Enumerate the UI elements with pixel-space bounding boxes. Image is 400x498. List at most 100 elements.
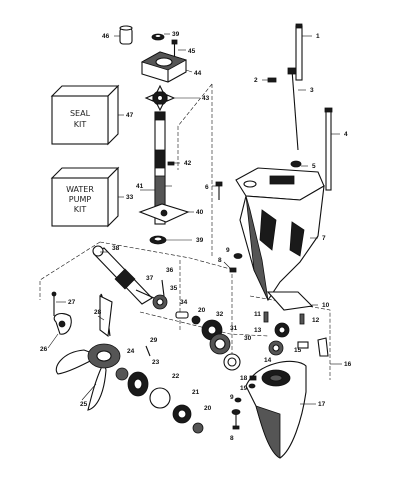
- callout-39-top: 39: [172, 31, 180, 38]
- callout-30: 30: [244, 335, 252, 342]
- part-15-bushing: [297, 341, 309, 349]
- callout-46: 46: [102, 33, 110, 40]
- part-8-screw-lower: [232, 414, 240, 430]
- callout-14: 14: [264, 357, 272, 364]
- part-5-nut: [290, 160, 308, 168]
- callout-4: 4: [344, 131, 348, 138]
- part-10-gasket: [266, 291, 318, 311]
- callout-20-lower: 20: [204, 405, 212, 412]
- callout-36: 36: [166, 267, 174, 274]
- part-41-driveshaft: [154, 111, 172, 225]
- part-8-screw-upper: [223, 261, 237, 273]
- callout-23: 23: [152, 359, 160, 366]
- callout-39-lower: 39: [196, 237, 204, 244]
- part-46-grommet: [114, 25, 133, 45]
- part-35-gear: [152, 294, 168, 310]
- callout-26: 26: [40, 346, 48, 353]
- seal-kit-box: SEAL KIT 47: [50, 84, 134, 146]
- callout-3: 3: [310, 87, 314, 94]
- callout-8-upper: 8: [218, 257, 222, 264]
- part-16-anode: [317, 337, 329, 357]
- part-11-pin: [263, 311, 269, 323]
- callout-27: 27: [68, 299, 76, 306]
- callout-38: 38: [112, 245, 120, 252]
- callout-5: 5: [312, 163, 316, 170]
- part-29-bolt: [145, 345, 151, 357]
- callout-20-upper: 20: [198, 307, 206, 314]
- callout-8-lower: 8: [230, 435, 234, 442]
- callout-7: 7: [322, 235, 326, 242]
- part-24-thrust-hub: [115, 367, 129, 381]
- part-40-plate: [138, 203, 194, 223]
- callout-25: 25: [80, 401, 88, 408]
- water-pump-kit-box: WATER PUMP KIT 33: [50, 166, 134, 228]
- callout-9-upper: 9: [226, 247, 230, 254]
- callout-19: 19: [240, 385, 248, 392]
- part-6-screw: [212, 181, 223, 200]
- part-39-seal-top: [151, 33, 170, 41]
- part-43-impeller: [144, 84, 200, 112]
- callout-labels: 1 2 3 4 5 6 7 8 9 10 11 12 13 14 15 16 1…: [40, 31, 352, 442]
- part-27-cotter-pin: [51, 291, 57, 316]
- water-pump-kit-line1: WATER: [66, 185, 94, 194]
- callout-42: 42: [184, 160, 192, 167]
- part-13-seal: [274, 322, 290, 338]
- callout-24: 24: [127, 348, 135, 355]
- callout-47: 47: [126, 112, 134, 119]
- part-45-screw: [171, 39, 186, 58]
- callout-16: 16: [344, 361, 352, 368]
- assembly-guide-lines: [39, 83, 331, 380]
- part-42-key: [167, 161, 180, 166]
- seal-kit-line1: SEAL: [70, 109, 91, 118]
- part-44-pump-housing: [140, 51, 193, 83]
- part-36-clutch: [161, 279, 165, 297]
- callout-41: 41: [136, 183, 144, 190]
- callout-40: 40: [196, 209, 204, 216]
- callout-6: 6: [205, 184, 209, 191]
- part-7-gearcase-housing: [235, 167, 325, 302]
- callout-33: 33: [126, 194, 134, 201]
- part-39-seal-lower: [149, 235, 192, 245]
- part-26-nut: [53, 313, 72, 335]
- callout-35: 35: [170, 285, 178, 292]
- part-3-shift-rod: [287, 67, 306, 151]
- part-2-screw: [262, 77, 277, 83]
- callout-21: 21: [192, 389, 200, 396]
- part-18-screw: [249, 375, 257, 381]
- part-20-washer-lower: [192, 422, 204, 434]
- callout-15: 15: [294, 347, 302, 354]
- part-21-bearing: [172, 404, 192, 424]
- callout-12: 12: [312, 317, 320, 324]
- part-25-propeller: [55, 293, 121, 411]
- callout-28: 28: [94, 309, 102, 316]
- part-17-gearcase-lower: [245, 360, 307, 459]
- leader-lines: [47, 189, 342, 405]
- callout-37: 37: [146, 275, 154, 282]
- part-1-stud: [295, 23, 312, 81]
- part-9-washer-upper: [233, 253, 243, 259]
- callout-13: 13: [254, 327, 262, 334]
- callout-32: 32: [216, 311, 224, 318]
- callout-43: 43: [202, 95, 210, 102]
- part-20-washer-upper: [191, 315, 201, 325]
- part-31-bearing: [209, 333, 231, 355]
- callout-22: 22: [172, 373, 180, 380]
- callout-17: 17: [318, 401, 326, 408]
- part-12-pin: [299, 313, 305, 325]
- callout-31: 31: [230, 325, 238, 332]
- part-19-washer: [248, 383, 256, 389]
- seal-kit-line2: KIT: [74, 120, 87, 129]
- part-34-spring: [175, 311, 189, 319]
- callout-34: 34: [180, 299, 188, 306]
- callout-11: 11: [254, 311, 261, 318]
- callout-9-lower: 9: [230, 394, 234, 401]
- part-38-propeller-shaft: [92, 245, 153, 305]
- part-4-stud: [324, 107, 340, 191]
- part-14-bearing: [268, 340, 284, 356]
- part-30-race: [223, 353, 241, 371]
- callout-45: 45: [188, 48, 196, 55]
- part-22-oring: [149, 387, 171, 409]
- callout-29: 29: [150, 337, 158, 344]
